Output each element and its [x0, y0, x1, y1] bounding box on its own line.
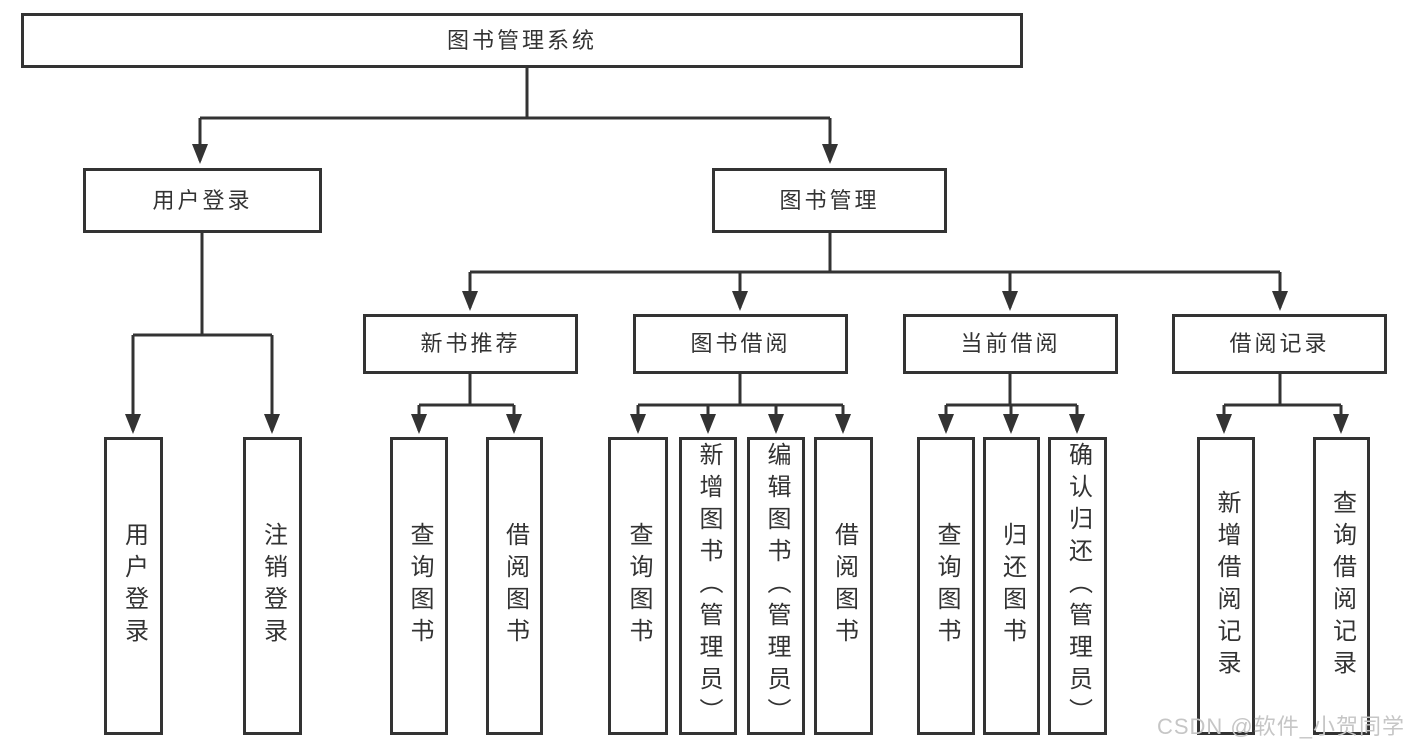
leaf-label: 借阅图书 — [501, 522, 529, 650]
node-label: 图书借阅 — [690, 331, 791, 356]
connector-new-book-recommend — [411, 374, 522, 434]
connector-current-borrow — [938, 374, 1085, 434]
leaf-edit-books-admin: 编辑图书（管理员） — [747, 437, 805, 735]
leaf-borrow-books: 借阅图书 — [814, 437, 873, 735]
node-label: 图书管理 — [779, 187, 880, 213]
node-label: 当前借阅 — [960, 331, 1061, 356]
leaf-label: 新增图书（管理员） — [695, 442, 722, 730]
node-current-borrow: 当前借阅 — [903, 314, 1118, 374]
leaf-query-borrow-record: 查询借阅记录 — [1313, 437, 1370, 735]
leaf-borrow-books: 借阅图书 — [486, 437, 543, 735]
leaf-query-books: 查询图书 — [608, 437, 668, 735]
leaf-label: 新增借阅记录 — [1213, 490, 1240, 682]
leaf-label: 注销登录 — [259, 522, 287, 650]
node-new-book-recommend: 新书推荐 — [363, 314, 578, 374]
leaf-user-login: 用户登录 — [104, 437, 163, 735]
node-label: 用户登录 — [152, 187, 253, 213]
leaf-label: 确认归还（管理员） — [1064, 442, 1092, 730]
leaf-label: 借阅图书 — [830, 522, 858, 650]
connector-book-borrow — [630, 374, 851, 434]
leaf-label: 查询借阅记录 — [1328, 490, 1356, 682]
leaf-label: 归还图书 — [998, 522, 1026, 650]
leaf-label: 用户登录 — [120, 522, 148, 650]
leaf-query-books: 查询图书 — [390, 437, 448, 735]
leaf-add-books-admin: 新增图书（管理员） — [679, 437, 737, 735]
node-label: 借阅记录 — [1229, 331, 1330, 356]
node-label: 图书管理系统 — [446, 27, 597, 53]
leaf-return-books: 归还图书 — [983, 437, 1040, 735]
leaf-label: 查询图书 — [625, 522, 652, 650]
node-book-management: 图书管理 — [712, 168, 947, 233]
node-borrow-records: 借阅记录 — [1172, 314, 1387, 374]
connector-book-management — [462, 233, 1288, 311]
leaf-label: 编辑图书（管理员） — [763, 442, 790, 730]
watermark-text: CSDN @软件_小贺同学 — [1156, 714, 1405, 739]
node-book-borrow: 图书借阅 — [633, 314, 848, 374]
node-user-login: 用户登录 — [83, 168, 322, 233]
connector-borrow-records — [1216, 374, 1349, 434]
leaf-logout: 注销登录 — [243, 437, 302, 735]
leaf-query-books: 查询图书 — [917, 437, 975, 735]
node-label: 新书推荐 — [420, 331, 521, 356]
connector-user-login — [125, 233, 280, 434]
leaf-label: 查询图书 — [933, 522, 960, 650]
leaf-add-borrow-record: 新增借阅记录 — [1197, 437, 1255, 735]
connector-root — [192, 68, 838, 164]
node-library-management-system: 图书管理系统 — [21, 13, 1023, 68]
leaf-label: 查询图书 — [406, 522, 433, 650]
leaf-confirm-return-admin: 确认归还（管理员） — [1048, 437, 1107, 735]
